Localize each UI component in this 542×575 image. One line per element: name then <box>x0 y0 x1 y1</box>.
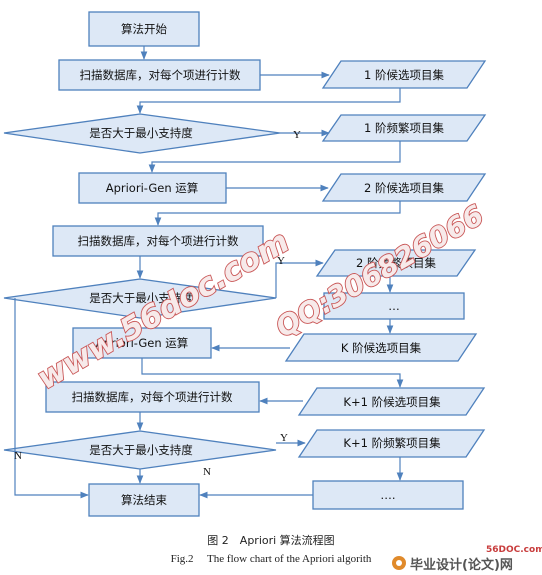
edge-no-left <box>14 298 89 499</box>
scan1-label: 扫描数据库，对每个项进行计数 <box>80 68 241 82</box>
edge-cand2-scan2 <box>154 201 401 226</box>
decision-node-2 <box>3 278 277 319</box>
edge-freq1-gen1 <box>148 141 401 173</box>
scan-node-1 <box>58 59 261 91</box>
cand1-label: 1 阶候选项目集 <box>364 68 444 82</box>
yes-label-2: Y <box>277 255 285 267</box>
no-label-left: N <box>14 450 22 462</box>
scan2-label: 扫描数据库，对每个项进行计数 <box>78 234 239 248</box>
site-logo: 56DOC.com 毕业设计(论文)网 <box>392 545 542 573</box>
scan-node-2 <box>52 225 264 257</box>
scan-node-3 <box>45 381 260 413</box>
yes-label-1: Y <box>293 129 301 141</box>
edge-gen2-candK1 <box>141 358 404 388</box>
freq1-label: 1 阶频繁项目集 <box>364 121 444 135</box>
yes-label-3: Y <box>280 432 288 444</box>
freqK1-label: K+1 阶频繁项目集 <box>343 436 441 450</box>
ellipsis2-label: …. <box>380 488 395 502</box>
freq2-label: 2 阶频繁项目集 <box>356 256 436 270</box>
gen-node-2 <box>72 327 212 359</box>
scan3-label: 扫描数据库，对每个项进行计数 <box>72 390 233 404</box>
cand1-node <box>321 60 487 89</box>
decision1-label: 是否大于最小支持度 <box>89 126 193 140</box>
end-label: 算法结束 <box>121 493 167 507</box>
gen2-label: Apriori-Gen 运算 <box>96 336 189 350</box>
candK-label: K 阶候选项目集 <box>341 341 422 355</box>
decision2-label: 是否大于最小支持度 <box>89 291 193 305</box>
candK-node <box>284 333 478 362</box>
start-label: 算法开始 <box>121 22 167 36</box>
logo-text: 毕业设计(论文)网 <box>410 557 513 573</box>
edge-cand1-decision1 <box>136 88 401 114</box>
logo-url: 56DOC.com <box>486 545 542 555</box>
cand2-node <box>321 173 487 202</box>
gen-node-1 <box>78 172 227 204</box>
figure-caption-en: Fig.2 The flow chart of the Apriori algo… <box>170 553 372 565</box>
freq2-node <box>315 249 477 277</box>
edge-decision2-freq2 <box>275 259 324 298</box>
figure-caption-cn: 图 2 Apriori 算法流程图 <box>207 534 335 547</box>
decision-node-1 <box>3 113 281 154</box>
ellipsis1-label: … <box>388 299 400 313</box>
start-node <box>88 11 200 47</box>
ellipsis-node-1 <box>323 292 465 320</box>
end-node <box>88 483 200 517</box>
cand2-label: 2 阶候选项目集 <box>364 181 444 195</box>
candK1-node <box>297 387 486 416</box>
decision3-label: 是否大于最小支持度 <box>89 443 193 457</box>
gen1-label: Apriori-Gen 运算 <box>106 181 199 195</box>
freqK1-node <box>297 429 486 458</box>
no-label-bottom: N <box>203 466 211 478</box>
candK1-label: K+1 阶候选项目集 <box>343 395 441 409</box>
